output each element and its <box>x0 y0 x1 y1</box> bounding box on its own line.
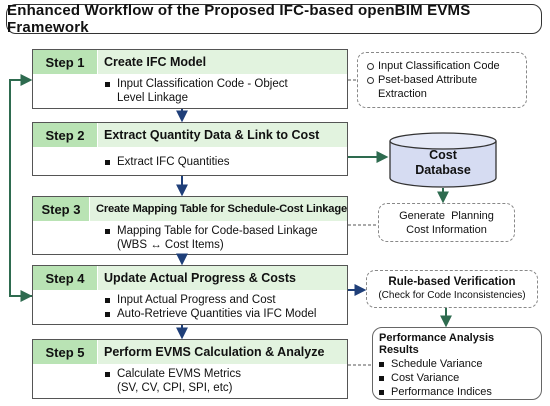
step-1-bullet-cont: Level Linkage <box>117 92 188 104</box>
step-2-title: Extract Quantity Data & Link to Cost <box>98 123 347 147</box>
classification-item-1: Input Classification Code <box>366 59 518 73</box>
planning-line2: Cost Information <box>406 223 487 236</box>
step-3-badge: Step 3 <box>33 197 90 221</box>
performance-item-2: Cost Variance <box>379 371 535 385</box>
step-3-bullet: Mapping Table for Code-based Linkage <box>105 224 341 238</box>
planning-line1: Generate Planning <box>399 209 494 222</box>
database-label-line1: Cost <box>429 148 457 162</box>
database-label: Cost Database <box>388 146 498 180</box>
verification-line1: Rule-based Verification <box>388 276 516 288</box>
step-2-badge: Step 2 <box>33 123 98 147</box>
diagram-title: Enhanced Workflow of the Proposed IFC-ba… <box>6 2 542 36</box>
step-4-bullet-1: Input Actual Progress and Cost <box>105 293 341 307</box>
performance-results-box: Performance Analysis Results Schedule Va… <box>372 327 542 400</box>
planning-cost-box: Generate Planning Cost Information <box>378 203 515 242</box>
step-5-title: Perform EVMS Calculation & Analyze <box>98 340 347 364</box>
step-4-box: Step 4 Update Actual Progress & Costs In… <box>32 265 348 325</box>
step-1-box: Step 1 Create IFC Model Input Classifica… <box>32 49 348 109</box>
step-5-bullet: Calculate EVMS Metrics <box>105 367 341 381</box>
step-4-title: Update Actual Progress & Costs <box>98 266 347 290</box>
feedback-loop-arrow-bottom <box>9 120 33 302</box>
step-4-badge: Step 4 <box>33 266 98 290</box>
performance-item-3: Performance Indices <box>379 385 535 399</box>
verification-box: Rule-based Verification (Check for Code … <box>366 270 538 308</box>
step-5-box: Step 5 Perform EVMS Calculation & Analyz… <box>32 339 348 399</box>
step-1-bullet: Input Classification Code - Object <box>105 77 341 91</box>
step-3-title: Create Mapping Table for Schedule-Cost L… <box>89 197 347 221</box>
step-3-box: Step 3 Create Mapping Table for Schedule… <box>32 196 348 255</box>
classification-item-2-cont: Extraction <box>378 88 427 100</box>
classification-box: Input Classification Code Pset-based Att… <box>357 52 527 108</box>
performance-title: Performance Analysis Results <box>379 332 495 356</box>
step-1-badge: Step 1 <box>33 50 98 74</box>
step-3-bullet-cont: (WBS ↔ Cost Items) <box>117 239 224 251</box>
performance-item-1: Schedule Variance <box>379 357 535 371</box>
feedback-loop-arrow-top <box>9 74 33 297</box>
step-1-title: Create IFC Model <box>98 50 347 74</box>
database-icon <box>389 132 497 188</box>
step-2-bullet: Extract IFC Quantities <box>105 155 341 169</box>
step-2-box: Step 2 Extract Quantity Data & Link to C… <box>32 122 348 176</box>
database-label-line2: Database <box>415 163 471 177</box>
classification-item-2: Pset-based Attribute <box>366 73 518 87</box>
step-5-bullet-cont: (SV, CV, CPI, SPI, etc) <box>117 382 233 394</box>
verification-line2: (Check for Code Inconsistencies) <box>378 290 526 301</box>
step-4-bullet-2: Auto-Retrieve Quantities via IFC Model <box>105 307 341 321</box>
step-5-badge: Step 5 <box>33 340 98 364</box>
